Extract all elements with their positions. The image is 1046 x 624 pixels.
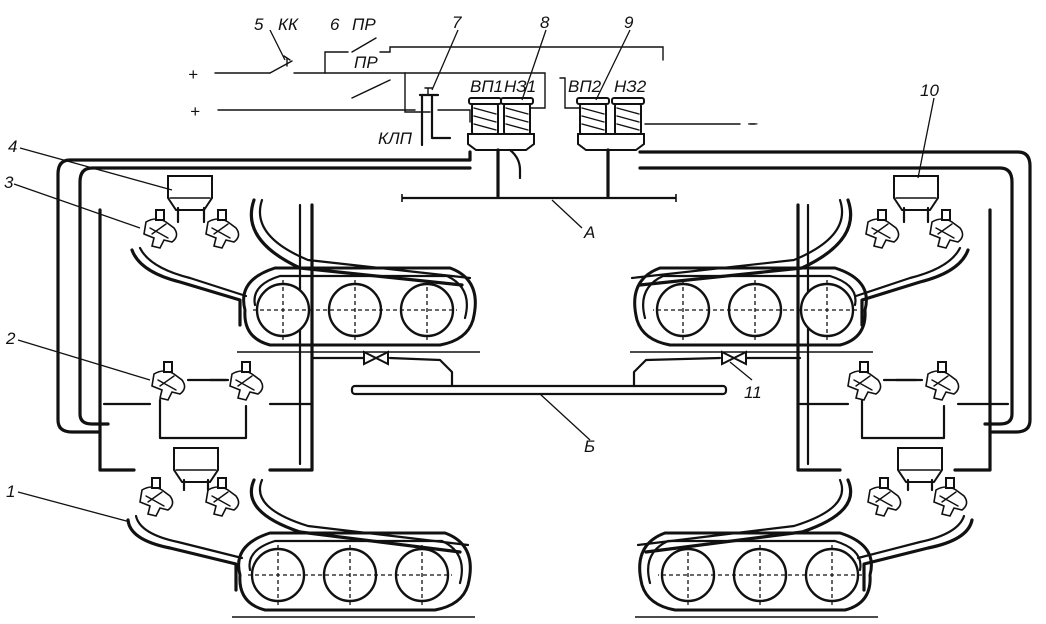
- nozzle-group-left-mid: [151, 361, 264, 401]
- valve-group-right: [576, 97, 645, 151]
- label-vp1: ВП1: [470, 77, 503, 96]
- pipe-b: [310, 350, 802, 396]
- label-klp: КЛП: [378, 129, 413, 148]
- leader-lines: [13, 29, 935, 523]
- label-3: 3: [4, 173, 14, 192]
- label-pr-top: ПР: [352, 15, 376, 34]
- label-8: 8: [540, 13, 550, 32]
- label-7: 7: [452, 13, 462, 32]
- labels: 1 2 3 4 5 6 7 8 9 10 11 КК ПР ПР КЛП ВП1…: [4, 13, 939, 501]
- label-minus: –: [747, 113, 758, 132]
- label-kk: КК: [278, 15, 299, 34]
- label-10: 10: [920, 81, 939, 100]
- label-11: 11: [744, 383, 762, 402]
- bogie-top-left: [130, 175, 482, 354]
- bogie-top-right: [628, 175, 970, 354]
- label-vp2: ВП2: [568, 77, 602, 96]
- label-2: 2: [5, 329, 16, 348]
- label-nz1: НЗ1: [504, 77, 536, 96]
- bogie-bottom-right: [633, 447, 974, 619]
- label-b: Б: [584, 437, 595, 456]
- label-nz2: НЗ2: [614, 77, 647, 96]
- nozzle-group-right-mid: [847, 361, 960, 401]
- label-6: 6: [330, 15, 340, 34]
- label-1: 1: [6, 482, 15, 501]
- label-plus-top: +: [188, 65, 198, 84]
- control-circuit: [214, 37, 756, 147]
- label-5: 5: [254, 15, 264, 34]
- label-plus-bottom: +: [190, 102, 200, 121]
- bogie-bottom-left: [126, 447, 477, 619]
- label-4: 4: [8, 137, 17, 156]
- label-9: 9: [624, 13, 634, 32]
- valve-group-left: [467, 97, 535, 151]
- label-a: А: [583, 223, 595, 242]
- label-pr-mid: ПР: [354, 53, 378, 72]
- manifold-a: [401, 148, 677, 202]
